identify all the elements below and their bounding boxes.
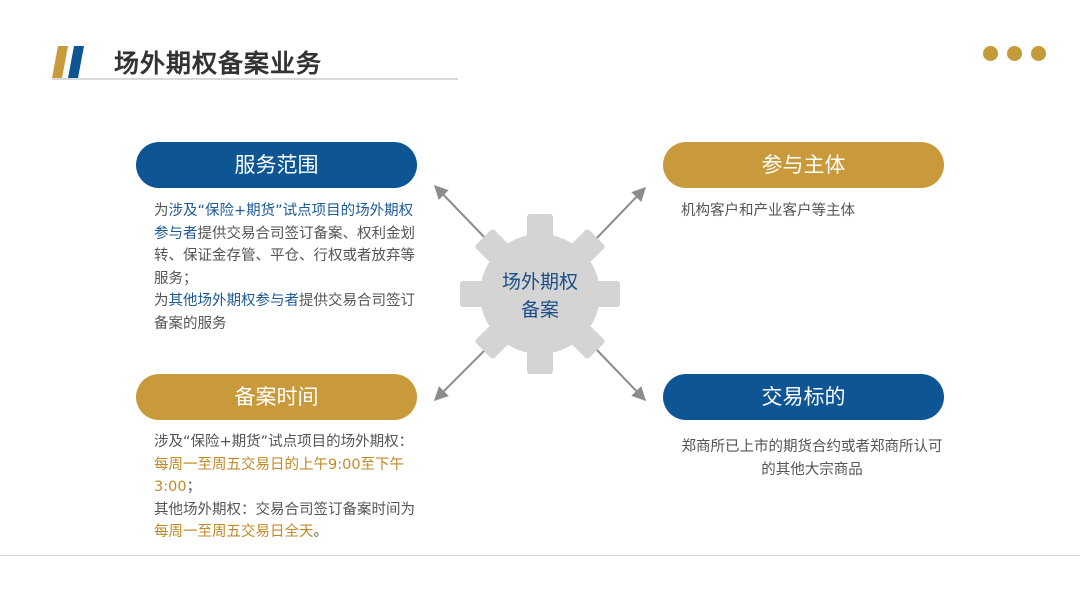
dot-icon <box>1007 46 1022 61</box>
page-title: 场外期权备案业务 <box>114 49 323 78</box>
service-scope-text-s4: 为 <box>154 293 169 309</box>
gear-icon <box>460 214 620 374</box>
service-scope-highlight-2: 其他场外期权参与者 <box>168 293 300 309</box>
dot-icon <box>983 46 998 61</box>
filing-time-text-s6: 。 <box>313 524 329 540</box>
service-scope-text: 为涉及“保险+期货”试点项目的场外期权参与者提供交易合司签订备案、权利金划转、保… <box>154 200 416 335</box>
filing-time-text: 涉及“保险+期货”试点项目的场外期权： 每周一至周五交易日的上午9:00至下午3:… <box>154 431 416 544</box>
filing-time-highlight-2: 每周一至周五交易日全天 <box>154 524 314 540</box>
center-label: 场外期权 备案 <box>459 268 621 324</box>
logo-stripes-icon <box>52 46 84 78</box>
filing-time-text-s1: 涉及“保险+期货”试点项目的场外期权： <box>154 434 414 450</box>
participants-heading: 参与主体 <box>663 142 944 188</box>
dot-icon <box>1031 46 1046 61</box>
filing-time-heading: 备案时间 <box>136 374 417 420</box>
underlying-heading: 交易标的 <box>663 374 944 420</box>
service-scope-text-s3: 提供交易合司签订备案、权利金划转、保证金存管、平仓、行权或者放弃等服务； <box>154 225 415 287</box>
footer-divider <box>0 555 1080 556</box>
participants-text: 机构客户和产业客户等主体 <box>681 203 855 219</box>
filing-time-text-s3: ； <box>186 479 202 495</box>
decorative-dots <box>983 46 1046 61</box>
underlying-text: 郑商所已上市的期货合约或者郑商所认可的其他大宗商品 <box>681 439 943 478</box>
service-scope-text-s1: 为 <box>154 203 169 219</box>
service-scope-heading: 服务范围 <box>136 142 417 188</box>
title-underline <box>52 78 458 80</box>
service-scope-highlight-1: 涉及“保险+期货”试点项目的场外期权参与者 <box>154 203 414 242</box>
center-label-line2: 备案 <box>520 299 559 321</box>
service-scope-text-s6: 提供交易合司签订备案的服务 <box>154 293 415 332</box>
filing-time-highlight-1: 每周一至周五交易日的上午9:00至下午3:00 <box>154 456 405 496</box>
center-label-line1: 场外期权 <box>501 271 578 293</box>
filing-time-text-s4: 其他场外期权：交易合司签订备案时间为 <box>154 501 415 518</box>
